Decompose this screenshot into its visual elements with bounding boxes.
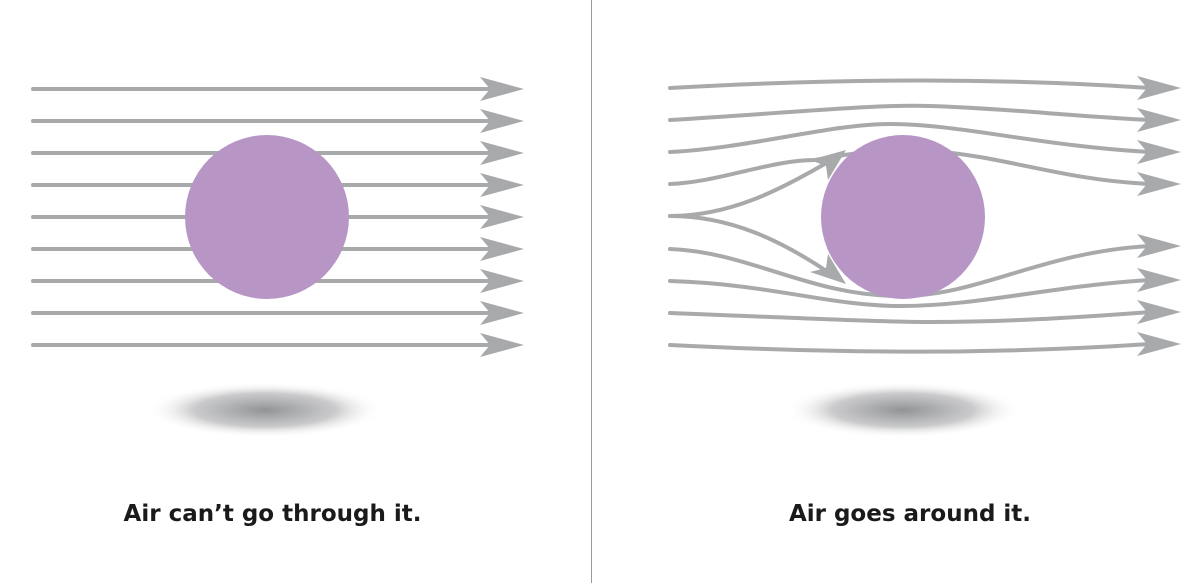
- airflow-line: [668, 103, 1152, 122]
- straight-arrowheads: [480, 77, 524, 357]
- arrowhead-icon: [1137, 268, 1181, 292]
- arrowhead-icon: [480, 141, 524, 165]
- sphere-shadow: [785, 382, 1021, 438]
- arrowhead-icon: [1137, 172, 1181, 196]
- arrowhead-icon: [480, 77, 524, 101]
- left-panel: Air can’t go through it.: [31, 77, 524, 527]
- arrowhead-icon: [1137, 76, 1181, 100]
- right-caption: Air goes around it.: [788, 501, 1032, 527]
- arrowhead-icon: [480, 333, 524, 357]
- arrowhead-icon: [480, 173, 524, 197]
- airflow-line: [668, 342, 1152, 354]
- deflected-flow-diagram: [668, 76, 1181, 438]
- arrowhead-icon: [1137, 234, 1181, 258]
- airflow-line: [668, 121, 1152, 154]
- straight-flow-diagram: [31, 77, 524, 438]
- airflow-line: [668, 278, 1152, 309]
- left-caption: Air can’t go through it.: [123, 501, 422, 527]
- arrowhead-icon: [1137, 140, 1181, 164]
- right-panel: Air goes around it.: [600, 0, 1200, 583]
- sphere-shadow: [147, 382, 383, 438]
- purple-sphere: [185, 135, 349, 299]
- arrowhead-icon: [480, 109, 524, 133]
- arrowhead-icon: [480, 237, 524, 261]
- arrowhead-icon: [480, 301, 524, 325]
- arrowhead-icon: [1137, 300, 1181, 324]
- arrowhead-icon: [480, 269, 524, 293]
- arrowhead-icon: [1137, 108, 1181, 132]
- deflected-arrowheads: [810, 76, 1181, 356]
- airflow-line: [668, 214, 830, 274]
- panel-divider: [591, 0, 592, 583]
- arrowhead-icon: [810, 254, 846, 284]
- arrowhead-icon: [480, 205, 524, 229]
- purple-sphere: [821, 135, 985, 299]
- arrowhead-icon: [810, 150, 846, 180]
- airflow-line: [668, 160, 830, 218]
- arrowhead-icon: [1137, 332, 1181, 356]
- airflow-line: [668, 78, 1152, 90]
- airflow-line: [668, 310, 1152, 325]
